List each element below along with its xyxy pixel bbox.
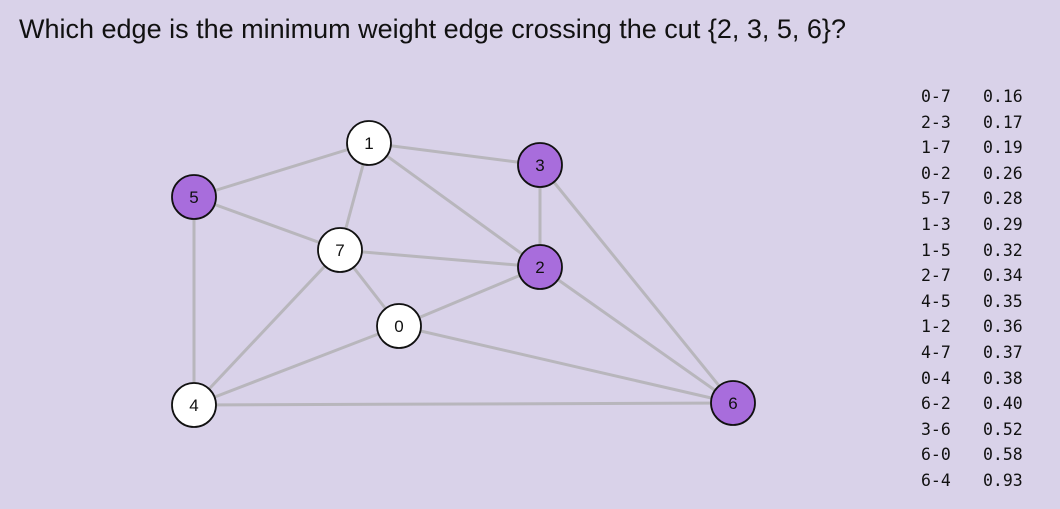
graph-vertices: 0 1 2 3 4 5 6 7 (171, 120, 756, 428)
edge-weight: 0.28 (983, 189, 1023, 209)
edge-weight: 0.36 (983, 317, 1023, 337)
vertex-circle (317, 227, 363, 273)
edge-list-row: 4-5 0.35 (921, 289, 1023, 315)
edge-label: 2-3 (921, 112, 951, 132)
vertex-circle (171, 382, 217, 428)
vertex-4: 4 (171, 382, 217, 428)
edge-label: 6-2 (921, 394, 951, 414)
edge-label: 2-7 (921, 266, 951, 286)
edge-list-row: 1-7 0.19 (921, 135, 1023, 161)
edge-weight: 0.58 (983, 445, 1023, 465)
vertex-7: 7 (317, 227, 363, 273)
edge-1-2 (368, 141, 541, 269)
edge-weight: 0.32 (983, 240, 1023, 260)
edge-list-row: 4-7 0.37 (921, 340, 1023, 366)
edge-label: 6-0 (921, 445, 951, 465)
vertex-label: 5 (189, 188, 198, 207)
edge-label: 5-7 (921, 189, 951, 209)
edge-weight: 0.19 (983, 138, 1023, 158)
edge-weight: 0.34 (983, 266, 1023, 286)
edge-list-row: 0-4 0.38 (921, 366, 1023, 392)
edge-list-row: 0-2 0.26 (921, 161, 1023, 187)
vertex-label: 6 (728, 394, 737, 413)
vertex-circle (171, 174, 217, 220)
vertex-circle (346, 120, 392, 166)
edge-list-row: 1-3 0.29 (921, 212, 1023, 238)
vertex-circle (376, 303, 422, 349)
vertex-0: 0 (376, 303, 422, 349)
edge-weight: 0.16 (983, 87, 1023, 106)
vertex-circle (710, 380, 756, 426)
vertex-6: 6 (710, 380, 756, 426)
question-text: Which edge is the minimum weight edge cr… (19, 14, 846, 44)
edge-5-7 (193, 195, 341, 252)
edge-list-row: 2-3 0.17 (921, 110, 1023, 136)
vertex-circle (517, 142, 563, 188)
edge-list-row: 2-7 0.34 (921, 263, 1023, 289)
vertex-label: 4 (189, 396, 198, 415)
graph-edges (192, 141, 735, 407)
edge-weight: 0.40 (983, 394, 1023, 414)
edge-0-4 (193, 324, 400, 407)
edge-weight: 0.38 (983, 368, 1023, 388)
vertex-1: 1 (346, 120, 392, 166)
vertex-label: 2 (535, 258, 544, 277)
edge-6-0 (398, 324, 734, 405)
edge-list-row: 6-4 0.93 (921, 468, 1023, 494)
edge-label: 1-3 (921, 214, 951, 234)
edge-list-row: 3-6 0.52 (921, 417, 1023, 443)
vertex-5: 5 (171, 174, 217, 220)
graph-diagram: 0 1 2 3 4 5 6 7 (171, 120, 756, 428)
edge-weight-list: 0-7 0.16 2-3 0.17 1-7 0.19 0-2 0.26 5-7 0.28 1-3 0.… (921, 84, 1023, 494)
vertex-label: 7 (335, 241, 344, 260)
vertex-2: 2 (517, 244, 563, 290)
vertex-3: 3 (517, 142, 563, 188)
edge-label: 4-7 (921, 342, 951, 362)
edge-4-7 (192, 248, 342, 407)
edge-label: 0-7 (921, 87, 951, 106)
edge-label: 1-2 (921, 317, 951, 337)
edge-list-row: 6-0 0.58 (921, 442, 1023, 468)
edge-weight: 0.52 (983, 419, 1023, 439)
edge-0-2 (398, 265, 541, 328)
edge-weight: 0.37 (983, 342, 1023, 362)
edge-list-row: 1-2 0.36 (921, 314, 1023, 340)
edge-label: 1-5 (921, 240, 951, 260)
vertex-label: 0 (394, 317, 403, 336)
edge-weight: 0.17 (983, 112, 1023, 132)
edge-label: 1-7 (921, 138, 951, 158)
edge-list-row: 1-5 0.32 (921, 238, 1023, 264)
edge-label: 6-4 (921, 470, 951, 490)
edge-weight: 0.93 (983, 470, 1023, 490)
edge-weight: 0.26 (983, 163, 1023, 183)
edge-label: 4-5 (921, 291, 951, 311)
edge-label: 0-4 (921, 368, 951, 388)
edge-weight: 0.29 (983, 214, 1023, 234)
vertex-circle (517, 244, 563, 290)
edge-1-5 (193, 141, 370, 199)
edge-2-7 (339, 248, 541, 269)
edge-weight: 0.35 (983, 291, 1023, 311)
edge-list-row: 5-7 0.28 (921, 186, 1023, 212)
vertex-label: 3 (535, 156, 544, 175)
edge-label: 0-2 (921, 163, 951, 183)
edge-6-4 (193, 401, 734, 407)
vertex-label: 1 (364, 134, 373, 153)
edge-list-row: 0-7 0.16 (921, 84, 1023, 110)
edge-1-3 (368, 141, 541, 167)
edge-3-6 (538, 164, 735, 404)
edge-label: 3-6 (921, 419, 951, 439)
edge-list-row: 6-2 0.40 (921, 391, 1023, 417)
edge-6-2 (539, 265, 734, 405)
